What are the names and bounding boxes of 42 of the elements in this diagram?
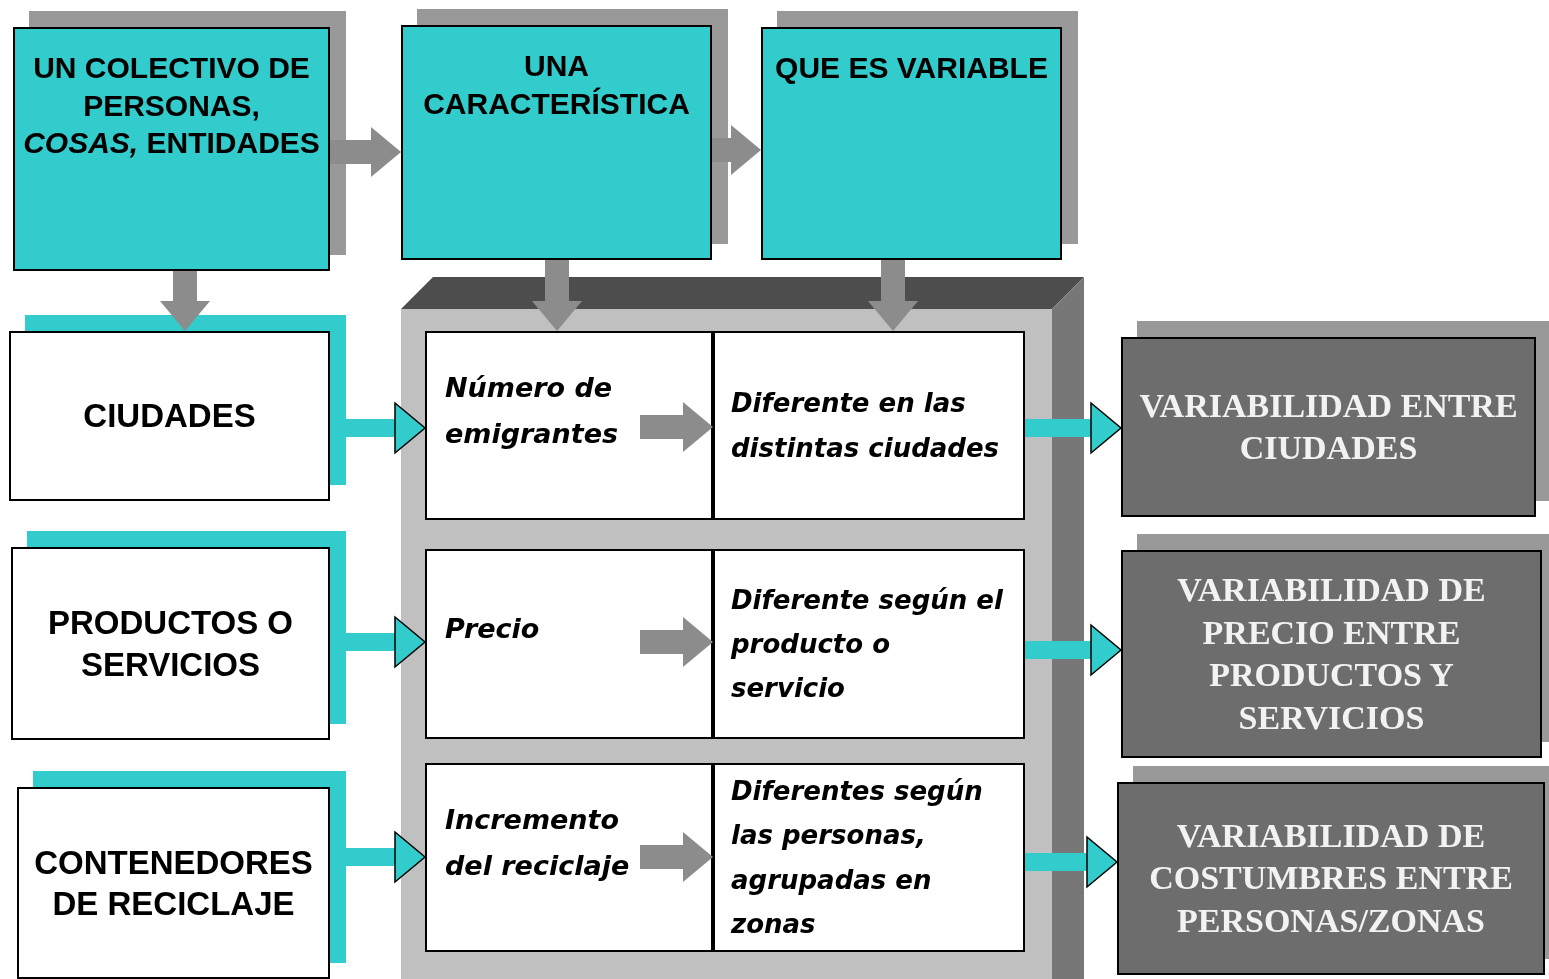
block-arrow [532, 260, 582, 331]
node-text: Precio [445, 612, 541, 647]
variation-cell [713, 763, 1025, 952]
block-arrow [1025, 624, 1122, 676]
block-arrow [160, 271, 210, 331]
node-text: Diferentes según las personas, agrupadas en zonas [731, 775, 984, 941]
panel-3d [401, 277, 1084, 979]
block-arrow [1025, 836, 1118, 888]
block-arrow [330, 127, 401, 177]
node-text: VARIABILIDAD DE COSTUMBRES ENTRE PERSONAS/ZONAS [1148, 815, 1514, 941]
example-box [17, 787, 330, 979]
node-text: Incremento del reciclaje [445, 802, 631, 883]
result-box [1117, 782, 1545, 975]
block-arrow [640, 617, 713, 667]
concept-box [761, 27, 1062, 260]
result-box [1121, 550, 1542, 758]
block-arrow [712, 125, 761, 175]
example-box [9, 331, 330, 501]
variable-cell [425, 763, 713, 952]
node-text: CIUDADES [82, 396, 257, 437]
variation-cell [713, 331, 1025, 520]
block-arrow [1025, 402, 1122, 454]
node-text: VARIABILIDAD ENTRE CIUDADES [1138, 385, 1519, 468]
variable-cell [425, 549, 713, 739]
result-box [1121, 337, 1536, 517]
node-text: QUE ES VARIABLE [774, 50, 1049, 86]
block-arrow [868, 260, 918, 331]
concept-box [13, 27, 330, 271]
node-text: UN COLECTIVO DE PERSONAS, COSAS, ENTIDADES [23, 50, 320, 161]
node-text: CONTENEDORES DE RECICLAJE [33, 842, 314, 924]
node-text: Diferente según el producto o servicio [731, 583, 1004, 706]
node-text: VARIABILIDAD DE PRECIO ENTRE PRODUCTOS Y SERVICIOS [1176, 570, 1487, 738]
concept-box [401, 25, 712, 260]
node-text: Número de emigrantes [445, 370, 620, 451]
block-arrow [640, 832, 713, 882]
block-arrow [640, 402, 713, 452]
variable-cell [425, 331, 713, 520]
variation-cell [713, 549, 1025, 739]
example-box [11, 547, 330, 740]
node-text: UNA CARACTERÍSTICA [422, 48, 691, 122]
node-text: Diferente en las distintas ciudades [731, 387, 1001, 465]
node-text: PRODUCTOS O SERVICIOS [46, 603, 295, 685]
